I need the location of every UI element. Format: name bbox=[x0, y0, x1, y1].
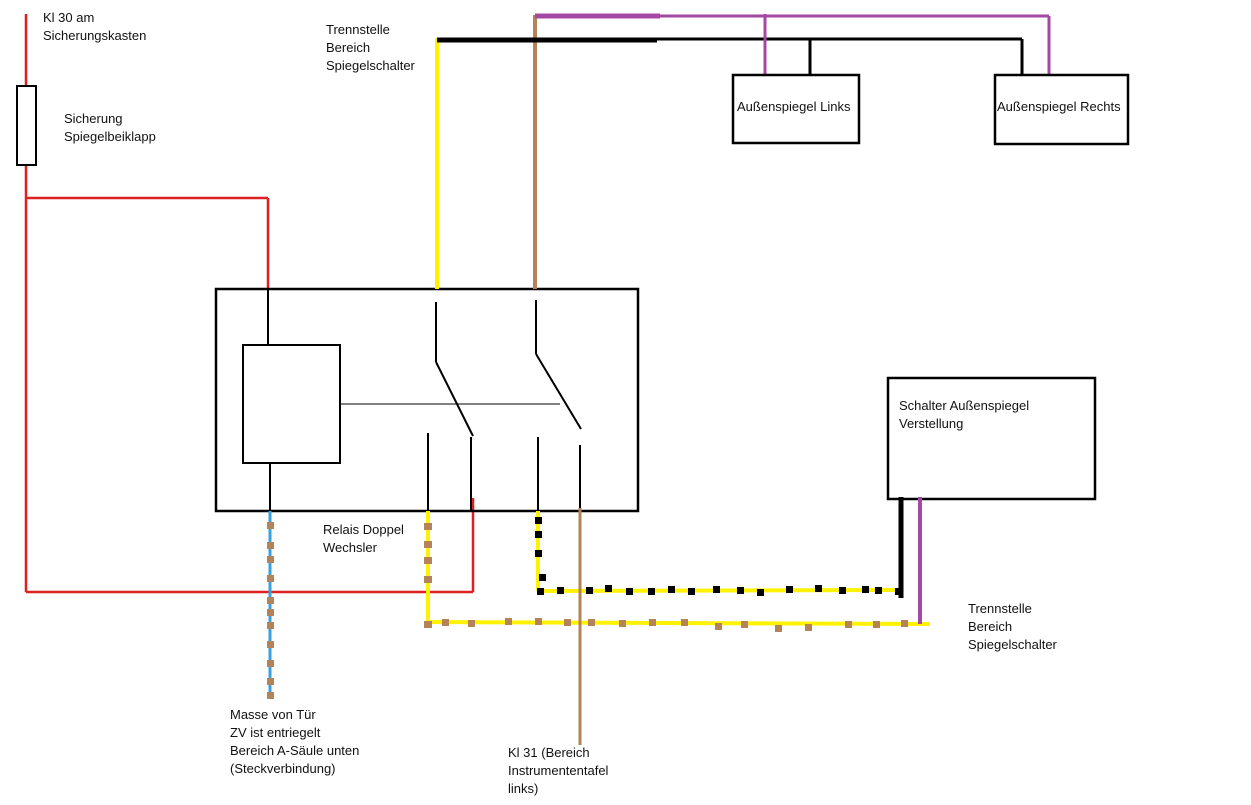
fuse-symbol bbox=[16, 85, 37, 166]
kl30-label: Kl 30 am Sicherungskasten bbox=[43, 10, 147, 43]
mirror-left-box bbox=[731, 73, 861, 145]
separation-top-label: Trennstelle Bereich Spiegelschalter bbox=[326, 22, 415, 73]
switch-box bbox=[886, 376, 1097, 501]
relay-coil bbox=[242, 344, 341, 464]
mirror-right-label: Außenspiegel Rechts bbox=[997, 99, 1121, 114]
yellow-black-dots bbox=[535, 517, 902, 596]
separation-right-label: Trennstelle Bereich Spiegelschalter bbox=[968, 601, 1057, 652]
kl31-label: Kl 31 (Bereich Instrumententafel links) bbox=[508, 745, 609, 796]
ground-door-label: Masse von Tür ZV ist entriegelt Bereich … bbox=[230, 707, 360, 776]
ground-wire-dots bbox=[267, 522, 274, 699]
mirror-right-box bbox=[993, 73, 1130, 146]
fuse-label: Sicherung Spiegelbeiklapp bbox=[64, 111, 156, 144]
relay-internal-lines bbox=[267, 290, 582, 511]
switch-label: Schalter Außenspiegel Verstellung bbox=[899, 398, 1030, 431]
red-wire bbox=[24, 14, 475, 594]
yellow-brown-wire bbox=[426, 511, 931, 626]
yellow-brown-dots bbox=[424, 523, 908, 632]
mirror-left-label: Außenspiegel Links bbox=[737, 99, 851, 114]
relay-label: Relais Doppel Wechsler bbox=[323, 522, 404, 555]
yellow-black-wire bbox=[536, 511, 903, 593]
top-wiring bbox=[435, 13, 1051, 289]
